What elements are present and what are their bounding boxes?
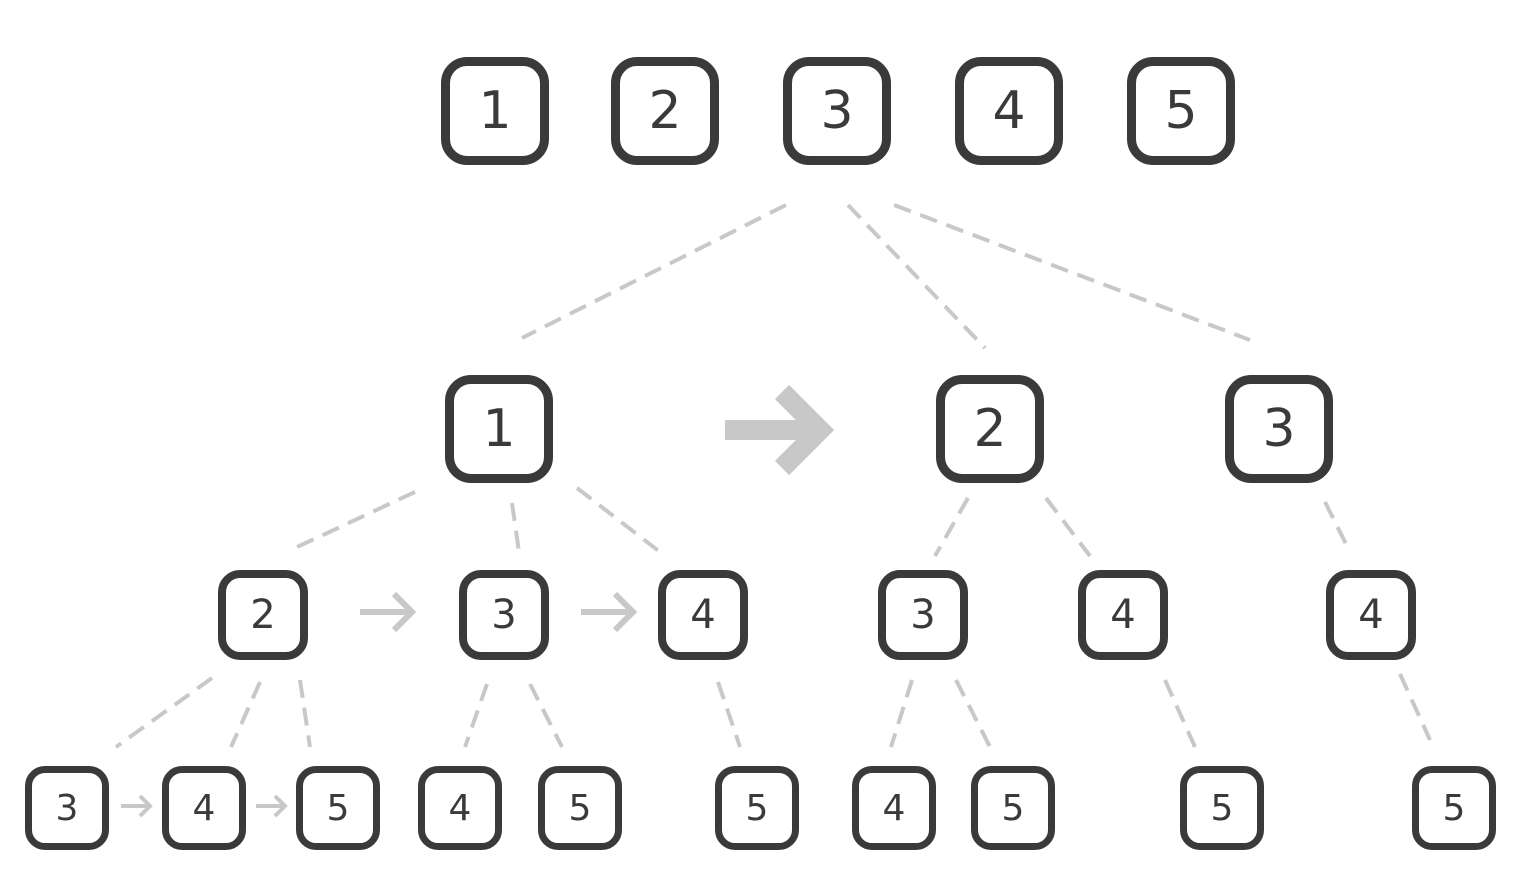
- tree-edge: [954, 679, 992, 748]
- level1-node-1: 1: [445, 375, 553, 483]
- level3-node-5: 5: [971, 766, 1055, 850]
- level3-node-4: 4: [162, 766, 246, 850]
- tree-edge: [1163, 679, 1197, 748]
- tree-edge: [846, 203, 987, 350]
- level1-node-3: 3: [1225, 375, 1333, 483]
- tree-edge: [521, 203, 787, 340]
- tree-edge: [893, 203, 1251, 342]
- level2-node-4: 4: [1078, 570, 1168, 660]
- level3-node-5: 5: [715, 766, 799, 850]
- tree-edge: [1044, 496, 1092, 558]
- top-row-node-3: 3: [783, 57, 891, 165]
- level3-node-4: 4: [418, 766, 502, 850]
- tree-edge: [510, 502, 521, 553]
- level3-node-5: 5: [538, 766, 622, 850]
- tree-edge: [463, 683, 489, 748]
- tree-edge: [1398, 673, 1432, 741]
- tree-edge: [575, 486, 662, 554]
- tree-edge: [889, 679, 914, 748]
- top-row-node-1: 1: [441, 57, 549, 165]
- tree-edge: [528, 683, 564, 748]
- tree-edge: [294, 490, 416, 550]
- tree-edge: [114, 676, 214, 749]
- level3-node-5: 5: [1412, 766, 1496, 850]
- level3-node-4: 4: [852, 766, 936, 850]
- level2-node-2: 2: [218, 570, 308, 660]
- small-right-arrow-icon: [121, 794, 153, 818]
- tree-edge: [1323, 501, 1352, 553]
- level2-node-3: 3: [878, 570, 968, 660]
- small-right-arrow-icon: [256, 794, 288, 818]
- level3-node-3: 3: [25, 766, 109, 850]
- level2-node-3: 3: [459, 570, 549, 660]
- level1-node-2: 2: [936, 375, 1044, 483]
- big-right-arrow-icon: [725, 384, 835, 476]
- level3-node-5: 5: [1180, 766, 1264, 850]
- tree-edge: [298, 679, 312, 748]
- tree-edge: [933, 497, 970, 557]
- tree-edge: [716, 681, 742, 748]
- level2-node-4: 4: [658, 570, 748, 660]
- tree-edge: [229, 681, 262, 748]
- right-arrow-icon: [581, 591, 638, 633]
- top-row-node-5: 5: [1127, 57, 1235, 165]
- right-arrow-icon: [360, 591, 417, 633]
- level3-node-5: 5: [296, 766, 380, 850]
- top-row-node-4: 4: [955, 57, 1063, 165]
- level2-node-4: 4: [1326, 570, 1416, 660]
- top-row-node-2: 2: [611, 57, 719, 165]
